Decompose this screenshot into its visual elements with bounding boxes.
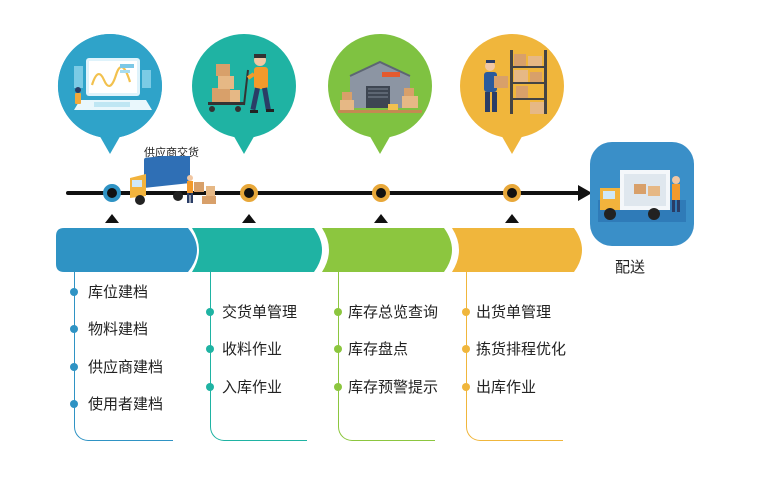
warehouse-icon: [328, 34, 432, 154]
computer-screen-icon: [57, 34, 162, 154]
bullet: [462, 345, 470, 353]
timeline-line: [66, 191, 582, 195]
banner-inventory: [322, 228, 452, 272]
banner-inbound: [192, 228, 322, 272]
pointer-triangle-4: [505, 214, 519, 223]
bullet: [334, 383, 342, 391]
list-item: 库存预警提示: [348, 378, 439, 396]
bubble-worker-cart: [188, 30, 300, 155]
bullet: [462, 308, 470, 316]
bullet: [70, 325, 78, 333]
column-line-1: [74, 272, 173, 441]
list-item: 出库作业: [476, 378, 537, 396]
list-item: 交货单管理: [222, 303, 298, 321]
timeline-node-3: [372, 184, 390, 202]
timeline-node-4: [503, 184, 521, 202]
timeline-arrow-head: [578, 185, 592, 201]
list-item: 库位建档: [88, 283, 149, 301]
list-item: 物料建档: [88, 320, 149, 338]
column-line-4: [466, 272, 563, 441]
column-title-inventory: 库存管理: [358, 12, 425, 31]
column-line-2: [210, 272, 307, 441]
list-item: 入库作业: [222, 378, 283, 396]
bullet: [206, 308, 214, 316]
bullet: [334, 308, 342, 316]
column-line-3: [338, 272, 435, 441]
bullet: [334, 345, 342, 353]
list-item: 拣货排程优化: [476, 340, 567, 358]
delivery-van-icon: [598, 170, 686, 222]
delivery-tile: [590, 142, 694, 246]
bullet: [70, 288, 78, 296]
bullet: [462, 383, 470, 391]
timeline-node-1: [103, 184, 121, 202]
bullet: [70, 400, 78, 408]
list-item: 收料作业: [222, 340, 283, 358]
column-title-outbound: 出库管理: [488, 12, 555, 31]
list-item: 使用者建档: [88, 395, 164, 413]
pointer-triangle-2: [242, 214, 256, 223]
list-item: 供应商建档: [88, 358, 164, 376]
delivery-truck-icon: [130, 156, 216, 205]
bubble-worker-shelves: [456, 30, 568, 155]
bubble-computer: [54, 30, 166, 155]
banner-system-info: [56, 228, 197, 272]
bullet: [206, 383, 214, 391]
pointer-triangle-1: [105, 214, 119, 223]
timeline-node-2: [240, 184, 258, 202]
bullet: [70, 363, 78, 371]
list-item: 出货单管理: [476, 303, 552, 321]
bubble-warehouse: [324, 30, 436, 155]
column-title-inbound: 入库管理: [228, 12, 295, 31]
worker-pushing-cart-icon: [192, 34, 296, 154]
list-item: 库存盘点: [348, 340, 409, 358]
bullet: [206, 345, 214, 353]
delivery-label: 配送: [615, 258, 646, 276]
pointer-triangle-3: [374, 214, 388, 223]
worker-loading-boxes-icon: [460, 34, 564, 154]
banner-outbound: [452, 228, 582, 272]
column-title-system-info: 系统信息建档: [76, 12, 176, 31]
list-item: 库存总览查询: [348, 303, 439, 321]
